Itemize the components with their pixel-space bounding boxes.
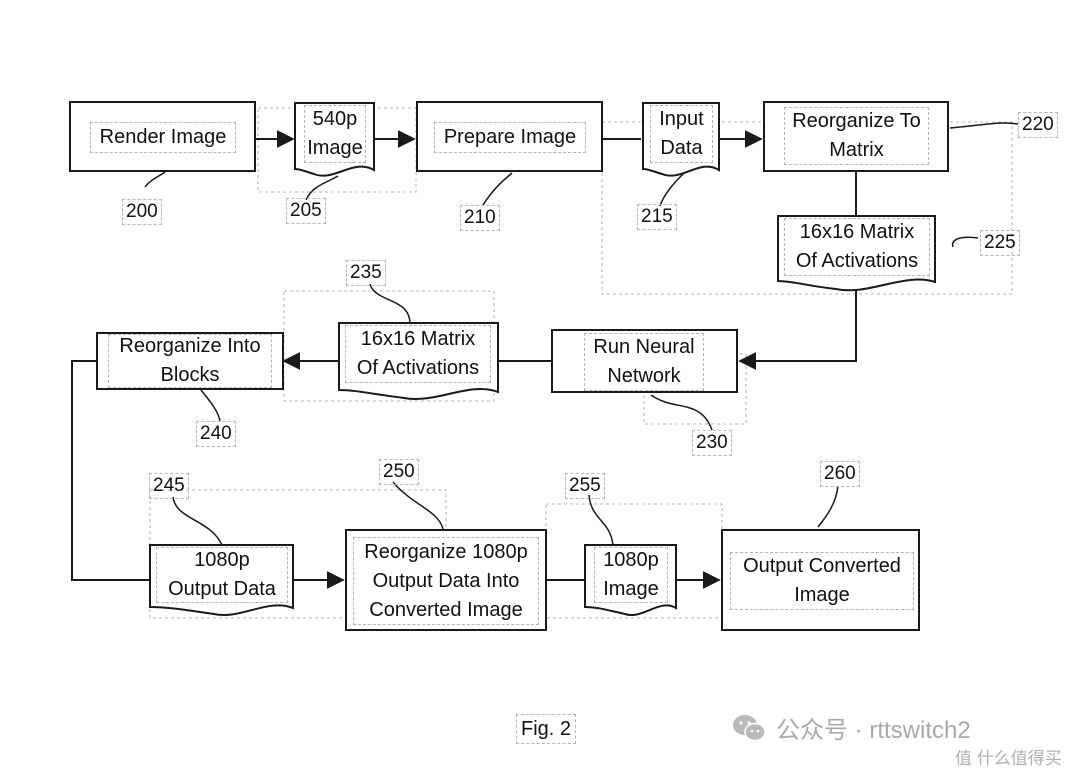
ref-230: 230	[692, 430, 732, 456]
ref-250: 250	[379, 459, 419, 485]
run-neural-network-label: Run Neural Network	[584, 333, 704, 391]
ref-205: 205	[286, 198, 326, 224]
run-neural-network-box	[551, 329, 738, 393]
doc-input-data-shape	[642, 102, 720, 177]
ref-245: 245	[149, 473, 189, 499]
document-shapes	[149, 102, 936, 617]
watermark: 公众号 · rttswitch2	[732, 710, 971, 745]
wechat-icon	[733, 714, 766, 741]
1080p-image-label: 1080p Image	[594, 547, 668, 603]
render-image-box	[69, 101, 256, 172]
reorganize-into-blocks-box	[96, 332, 284, 390]
reorganize-to-matrix-label: Reorganize To Matrix	[784, 107, 929, 165]
doc-1080p-image-shape	[584, 544, 677, 617]
watermark-subtext: 值 什么值得买	[955, 749, 1062, 768]
doc-matrix-activations-a-shape	[777, 215, 936, 292]
1080p-output-data-label: 1080p Output Data	[156, 547, 288, 603]
reference-leader-lines	[144, 122, 1019, 546]
output-converted-image-label: Output Converted Image	[730, 552, 914, 610]
reorganize-1080p-box	[345, 529, 547, 631]
flow-connectors	[71, 130, 857, 589]
reorganize-1080p-label: Reorganize 1080p Output Data Into Conver…	[353, 537, 539, 625]
reorganize-to-matrix-box	[763, 101, 949, 172]
doc-matrix-activations-b-shape	[338, 322, 499, 400]
prepare-image-label: Prepare Image	[434, 122, 586, 153]
doc-1080p-output-data-shape	[149, 544, 294, 617]
prepare-image-box	[416, 101, 603, 172]
ref-240: 240	[196, 421, 236, 447]
doc-540p-image-shape	[294, 102, 375, 177]
figure-label: Fig. 2	[516, 714, 577, 744]
input-data-label: Input Data	[650, 105, 713, 163]
matrix-activations-a-label: 16x16 Matrix Of Activations	[784, 218, 930, 276]
ref-235: 235	[346, 260, 386, 286]
ref-200: 200	[122, 199, 162, 225]
matrix-activations-b-label: 16x16 Matrix Of Activations	[345, 325, 491, 383]
ref-215: 215	[637, 204, 677, 230]
render-image-label: Render Image	[90, 122, 236, 153]
ref-225: 225	[980, 230, 1020, 256]
ref-255: 255	[565, 473, 605, 499]
ref-210: 210	[460, 205, 500, 231]
reorganize-into-blocks-label: Reorganize Into Blocks	[108, 334, 272, 388]
output-converted-image-box	[721, 529, 920, 631]
540p-image-label: 540p Image	[304, 105, 366, 163]
ref-260: 260	[820, 461, 860, 487]
ref-220: 220	[1018, 112, 1058, 138]
watermark-text: 公众号 · rttswitch2	[776, 717, 971, 744]
